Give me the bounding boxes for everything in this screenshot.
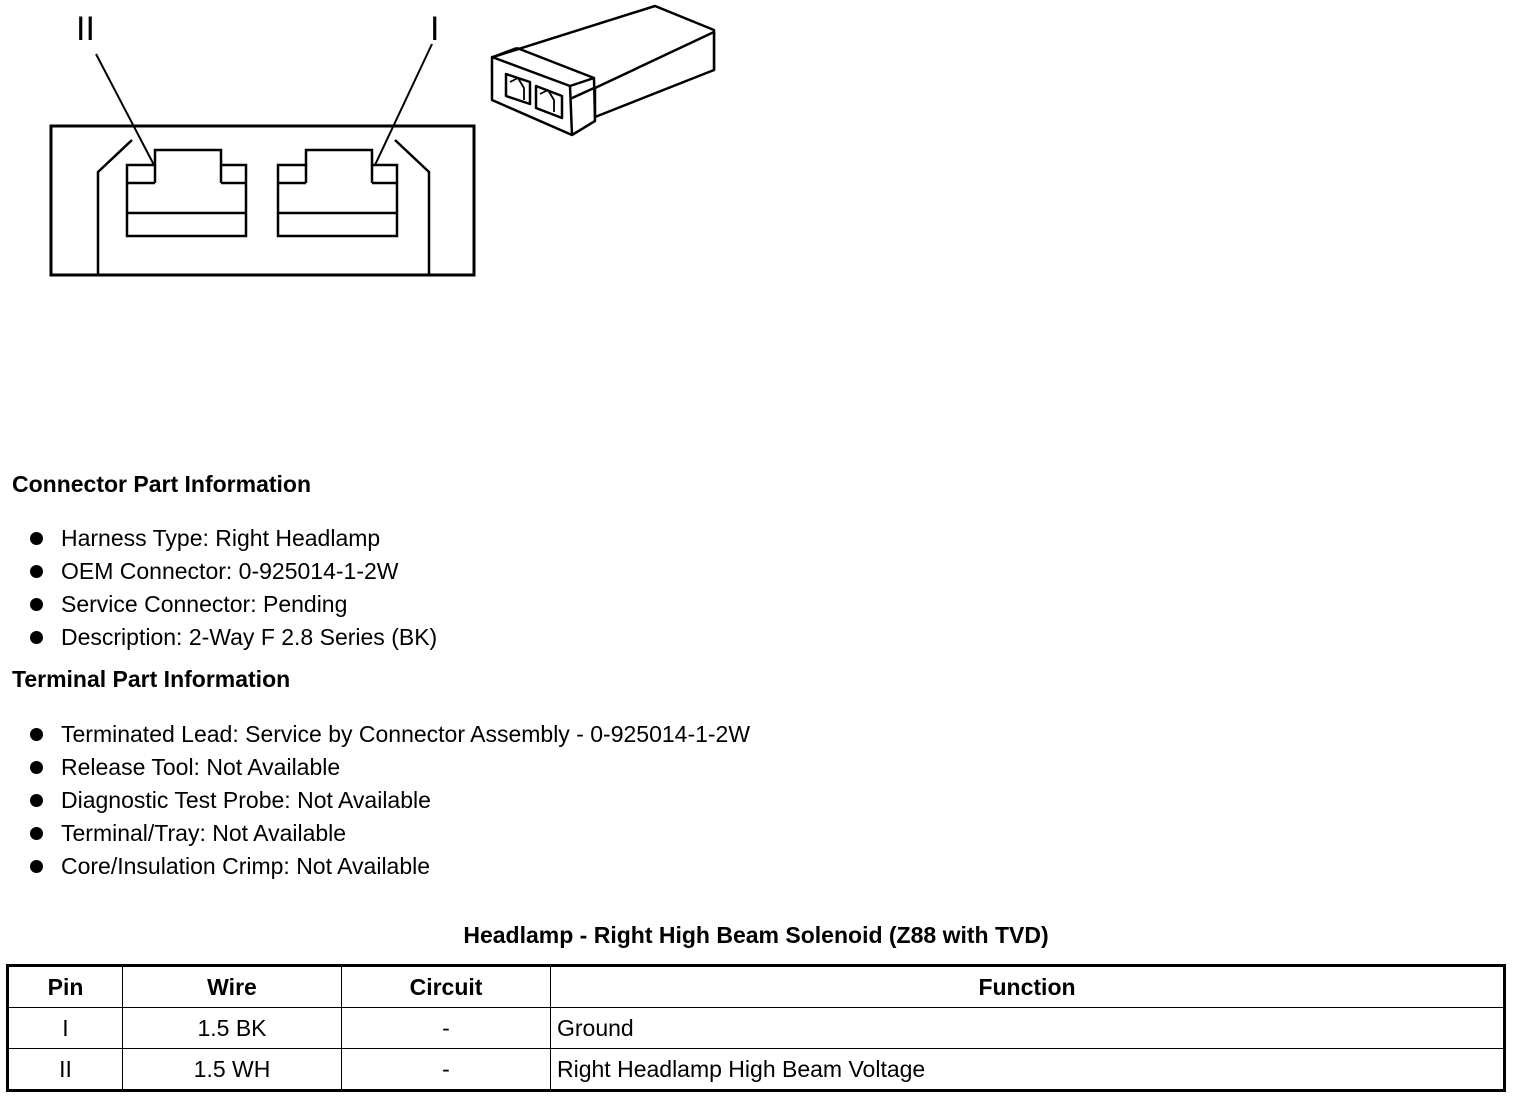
table-row: I 1.5 BK - Ground — [7, 1007, 1505, 1049]
cell-pin: I — [7, 1007, 123, 1049]
connector-housing-outline — [49, 124, 476, 277]
cell-wire: 1.5 WH — [122, 1048, 342, 1091]
list-item: Harness Type: Right Headlamp — [28, 522, 437, 555]
list-item: Diagnostic Test Probe: Not Available — [28, 784, 750, 817]
connector-face-drawing — [49, 4, 716, 277]
list-item-text: Terminated Lead: Service by Connector As… — [61, 721, 751, 747]
leader-line-i — [374, 43, 433, 166]
list-item: Terminal/Tray: Not Available — [28, 817, 750, 850]
list-item-text: Core/Insulation Crimp: Not Available — [61, 853, 431, 879]
list-item: Description: 2-Way F 2.8 Series (BK) — [28, 621, 437, 654]
bullet-icon — [30, 794, 43, 807]
cell-wire: 1.5 BK — [122, 1007, 342, 1049]
column-header-circuit: Circuit — [341, 965, 551, 1008]
list-item-text: Description: 2-Way F 2.8 Series (BK) — [61, 624, 438, 650]
list-item: OEM Connector: 0-925014-1-2W — [28, 555, 437, 588]
list-item-text: Harness Type: Right Headlamp — [61, 525, 381, 551]
terminal-part-info-list: Terminated Lead: Service by Connector As… — [28, 718, 750, 883]
column-header-pin: Pin — [7, 965, 123, 1008]
cavity-i — [276, 148, 399, 238]
table-row: II 1.5 WH - Right Headlamp High Beam Vol… — [7, 1048, 1505, 1091]
pin-label-i: I — [430, 10, 440, 48]
connector-part-info-list: Harness Type: Right Headlamp OEM Connect… — [28, 522, 437, 654]
cavity-ii — [125, 148, 248, 238]
list-item-text: OEM Connector: 0-925014-1-2W — [61, 558, 399, 584]
list-item: Release Tool: Not Available — [28, 751, 750, 784]
cell-circuit: - — [341, 1007, 551, 1049]
bullet-icon — [30, 532, 43, 545]
bullet-icon — [30, 598, 43, 611]
list-item: Service Connector: Pending — [28, 588, 437, 621]
list-item-text: Terminal/Tray: Not Available — [61, 820, 347, 846]
leader-line-ii — [95, 53, 155, 166]
cell-pin: II — [7, 1048, 123, 1091]
column-header-function: Function — [550, 965, 1505, 1008]
column-header-wire: Wire — [122, 965, 342, 1008]
bullet-icon — [30, 728, 43, 741]
bullet-icon — [30, 827, 43, 840]
connector-diagram: II I — [0, 0, 740, 300]
table-header-row: Pin Wire Circuit Function — [7, 965, 1505, 1008]
housing-inner-left-wall — [96, 139, 133, 275]
cell-function: Ground — [550, 1007, 1505, 1049]
list-item-text: Service Connector: Pending — [61, 591, 348, 617]
pin-label-ii: II — [76, 10, 95, 48]
bullet-icon — [30, 565, 43, 578]
cell-function: Right Headlamp High Beam Voltage — [550, 1048, 1505, 1091]
bullet-icon — [30, 860, 43, 873]
housing-inner-right-wall — [394, 139, 431, 275]
cell-circuit: - — [341, 1048, 551, 1091]
pin-table: Pin Wire Circuit Function I 1.5 BK - Gro… — [6, 964, 1506, 1092]
list-item: Core/Insulation Crimp: Not Available — [28, 850, 750, 883]
bullet-icon — [30, 631, 43, 644]
list-item: Terminated Lead: Service by Connector As… — [28, 718, 750, 751]
connector-part-info-heading: Connector Part Information — [12, 471, 312, 497]
list-item-text: Release Tool: Not Available — [61, 754, 341, 780]
pin-table-title: Headlamp - Right High Beam Solenoid (Z88… — [463, 922, 1049, 948]
connector-3d-view — [490, 4, 716, 137]
terminal-part-info-heading: Terminal Part Information — [12, 666, 291, 692]
bullet-icon — [30, 761, 43, 774]
list-item-text: Diagnostic Test Probe: Not Available — [61, 787, 431, 813]
